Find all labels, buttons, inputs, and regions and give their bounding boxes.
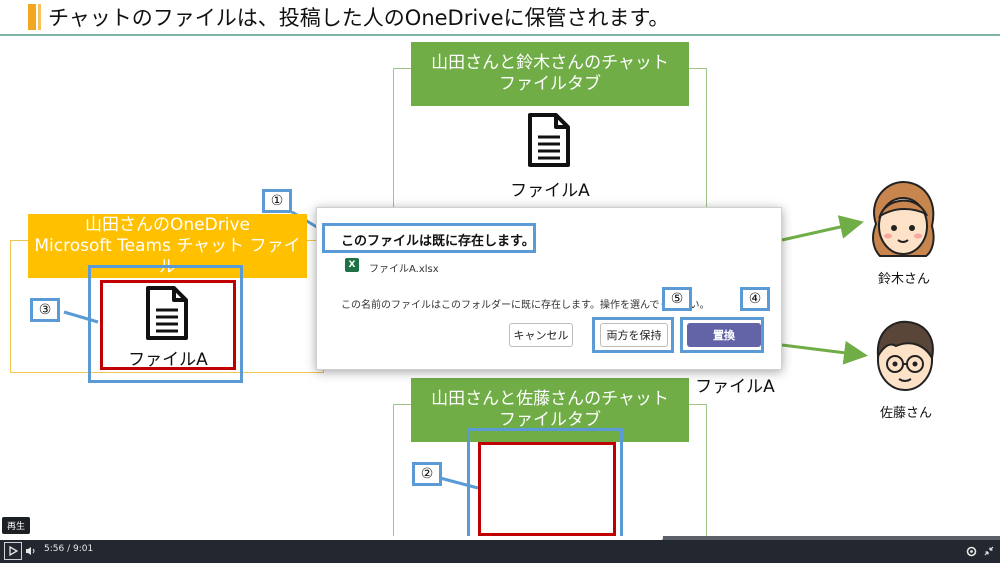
replace-callout-box [680, 317, 764, 353]
bottom-empty-slot-highlight [478, 442, 616, 536]
left-panel-title-line1: 山田さんのOneDrive [85, 214, 250, 235]
marker-4: ④ [740, 287, 770, 311]
left-file-callout-box [88, 265, 243, 383]
dialog-title-callout-box [322, 223, 536, 253]
marker-2: ② [412, 462, 442, 486]
sato-avatar-icon [876, 320, 934, 391]
bottom-slot-callout-box [467, 428, 623, 540]
player-control-bar [0, 540, 1000, 563]
keep-both-button[interactable]: 両方を保持 [600, 323, 668, 347]
gear-icon [966, 546, 976, 556]
duration: 9:01 [73, 544, 94, 554]
play-icon [9, 546, 18, 556]
top-panel-title-line1: 山田さんと鈴木さんのチャット [431, 53, 669, 73]
exit-fullscreen-icon [984, 546, 994, 556]
settings-button[interactable] [964, 543, 978, 559]
progress-handle[interactable] [654, 533, 663, 542]
bottom-panel-title-line2: ファイルタブ [499, 410, 601, 430]
volume-icon [26, 547, 35, 555]
exit-fullscreen-button[interactable] [982, 543, 996, 559]
marker-1: ① [262, 189, 292, 213]
top-panel-header: 山田さんと鈴木さんのチャット ファイルタブ [411, 42, 689, 106]
volume-button[interactable] [24, 543, 38, 559]
bottom-panel-file-label: ファイルA [695, 377, 775, 397]
dialog-message: この名前のファイルはこのフォルダーに既に存在します。操作を選んでください。 [341, 300, 710, 311]
current-time: 5:56 [44, 544, 65, 554]
title-accent-bar [28, 4, 36, 30]
marker-3: ③ [30, 298, 60, 322]
title-accent-bar-light [38, 4, 41, 30]
bottom-panel-header: 山田さんと佐藤さんのチャット ファイルタブ [411, 378, 689, 442]
suzuki-label: 鈴木さん [877, 272, 930, 287]
suzuki-avatar-icon [872, 180, 935, 257]
file-icon [146, 286, 188, 340]
file-exists-dialog: このファイルは既に存在します。 X ファイルA.xlsx この名前のファイルはこ… [316, 207, 782, 370]
top-panel-file-label: ファイルA [510, 181, 590, 201]
time-display: 5:56 / 9:01 [44, 544, 93, 554]
play-tooltip: 再生 [2, 517, 31, 534]
top-panel-title-line2: ファイルタブ [499, 74, 601, 94]
bottom-panel-title-line1: 山田さんと佐藤さんのチャット [431, 389, 669, 409]
dialog-title: このファイルは既に存在します。 [341, 234, 535, 249]
keep-both-callout-box [592, 317, 674, 353]
time-separator: / [67, 544, 71, 554]
file-icon [528, 113, 570, 167]
replace-button[interactable]: 置換 [687, 323, 761, 347]
slide: チャットのファイルは、投稿した人のOneDriveに保管されます。 山田さんと鈴… [0, 4, 1000, 540]
title-divider [0, 34, 1000, 36]
excel-file-icon: X [345, 258, 359, 272]
progress-fill [0, 536, 658, 540]
play-button[interactable] [4, 542, 22, 560]
sato-label: 佐藤さん [879, 406, 932, 421]
cancel-button[interactable]: キャンセル [509, 323, 573, 347]
dialog-file-name: ファイルA.xlsx [369, 264, 439, 275]
left-panel-file-label: ファイルA [128, 350, 208, 370]
marker-5: ⑤ [662, 287, 692, 311]
slide-title: チャットのファイルは、投稿した人のOneDriveに保管されます。 [48, 6, 670, 30]
left-panel-header: 山田さんのOneDrive Microsoft Teams チャット ファイル [28, 214, 307, 278]
